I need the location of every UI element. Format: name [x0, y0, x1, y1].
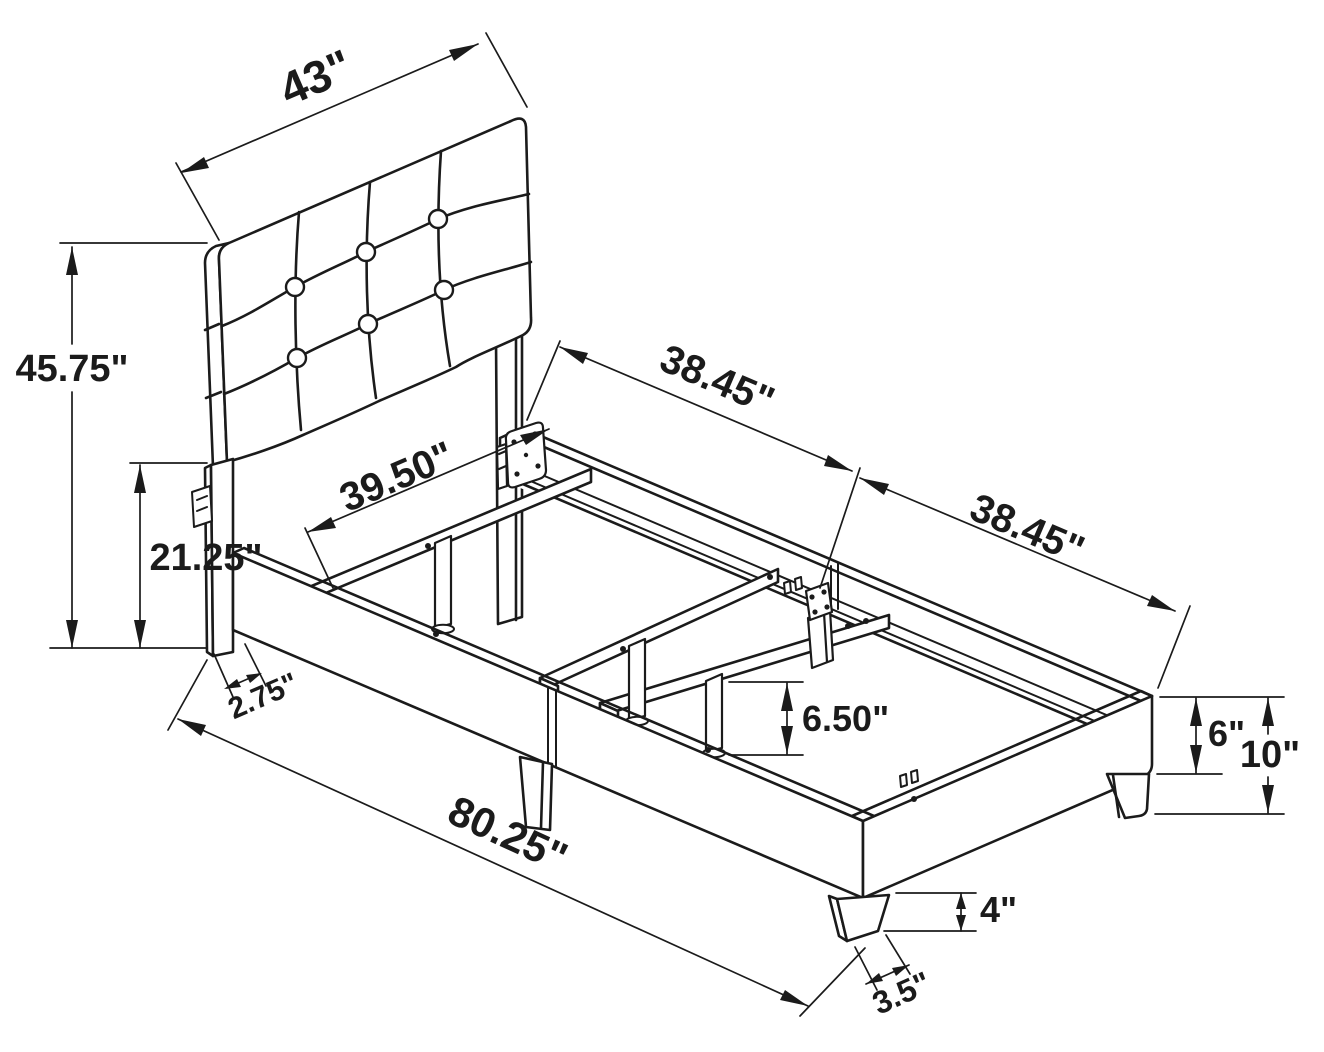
dim-label-slat-inner-length: 39.50" [333, 433, 460, 520]
dim-line [180, 43, 479, 173]
dim-label-foot-leg-height: 4" [980, 889, 1017, 930]
dim-line [177, 718, 809, 1007]
dim-slat-inner-length [304, 428, 550, 589]
screw-dot [433, 631, 439, 637]
arrowhead [866, 973, 883, 984]
arrowhead [178, 719, 206, 736]
screw-dot [911, 796, 917, 802]
tuft-buttons [284, 208, 455, 369]
arrowhead [224, 679, 241, 689]
arrowhead [1190, 698, 1202, 726]
arrowhead [860, 478, 889, 495]
tuft-seam-vertical [365, 180, 378, 400]
screw-dot [705, 747, 711, 753]
arrowhead [780, 990, 808, 1006]
arrowhead [181, 157, 209, 173]
slat-2 [538, 567, 780, 701]
headboard [203, 117, 533, 469]
dim-label-rail-back-section: 38.45" [964, 485, 1091, 572]
rail-joint-seam-near [547, 686, 557, 767]
arrowhead [1147, 595, 1175, 611]
arrowhead [781, 683, 793, 711]
center-foot-leg [518, 755, 554, 832]
dim-label-headboard-leg-width: 2.75" [223, 667, 303, 726]
tuft-seam-vertical [294, 210, 303, 432]
dim-slat-leg-height [728, 681, 804, 756]
screw-dot [863, 618, 869, 624]
extension-line [49, 242, 208, 649]
tuft-seam-vertical [437, 149, 452, 368]
extension-line [213, 643, 267, 698]
extension-line [1156, 696, 1285, 775]
dimension-arrowheads [66, 44, 1274, 1006]
dim-label-headboard-width: 43" [272, 39, 360, 116]
tufted-panel [217, 117, 533, 464]
screw-dot [620, 646, 626, 652]
dimension-lines [49, 32, 1285, 1017]
dim-label-overall-length: 80.25" [441, 786, 574, 881]
dim-line [559, 346, 853, 472]
slat-leg-1 [431, 534, 455, 635]
arrowhead [1262, 785, 1274, 813]
footboard [850, 689, 1154, 900]
dim-line [859, 477, 1176, 612]
arrowhead [449, 44, 478, 61]
screw-dot [425, 543, 431, 549]
dim-label-rail-height: 6" [1208, 713, 1245, 754]
arrowhead [520, 429, 549, 445]
arrowhead [892, 965, 909, 976]
arrowhead [824, 455, 852, 471]
dim-overall-length [167, 659, 866, 1017]
bed-frame-drawing [191, 117, 1154, 943]
extension-line [167, 659, 866, 1017]
arrowhead [956, 893, 966, 909]
dim-label-foot-leg-width: 3.5" [867, 964, 936, 1021]
dim-headboard-lower-height [129, 462, 208, 649]
dim-label-slat-leg-height: 6.50" [802, 698, 889, 739]
ledge-tabs [783, 576, 919, 788]
arrowhead [246, 673, 262, 683]
arrowhead [308, 517, 336, 532]
arrowhead [781, 726, 793, 754]
arrowhead [134, 620, 146, 648]
rail-bracket-head [495, 421, 548, 491]
dim-line [307, 428, 550, 533]
arrowhead [134, 465, 146, 493]
arrowhead [66, 247, 78, 275]
arrowhead [66, 620, 78, 648]
foot-leg-far [1105, 772, 1151, 820]
extension-line [526, 340, 861, 589]
dim-headboard-height [49, 242, 208, 649]
arrowhead [560, 347, 588, 364]
arrowhead [1190, 745, 1202, 773]
dim-label-headboard-lower-height: 21.25" [149, 537, 262, 579]
rail-bracket-mid [804, 581, 835, 670]
dim-headboard-width [175, 32, 528, 241]
headboard-hook-bracket [191, 485, 213, 528]
arrowhead [956, 915, 966, 931]
extension-line [1157, 605, 1191, 689]
foot-leg-near [827, 893, 891, 943]
dim-label-frame-height: 10" [1240, 734, 1300, 776]
dim-label-rail-front-section: 38.45" [654, 336, 781, 423]
dim-rail-back-section [859, 477, 1191, 689]
extension-line [175, 32, 528, 241]
arrowhead [1262, 698, 1274, 726]
side-seam-tick [203, 322, 223, 400]
screw-dot [845, 623, 851, 629]
dim-rail-front-section [526, 340, 861, 589]
screw-dot [767, 574, 773, 580]
extension-line [304, 527, 334, 589]
extension-line [728, 681, 804, 756]
dim-label-headboard-height: 45.75" [15, 348, 128, 390]
